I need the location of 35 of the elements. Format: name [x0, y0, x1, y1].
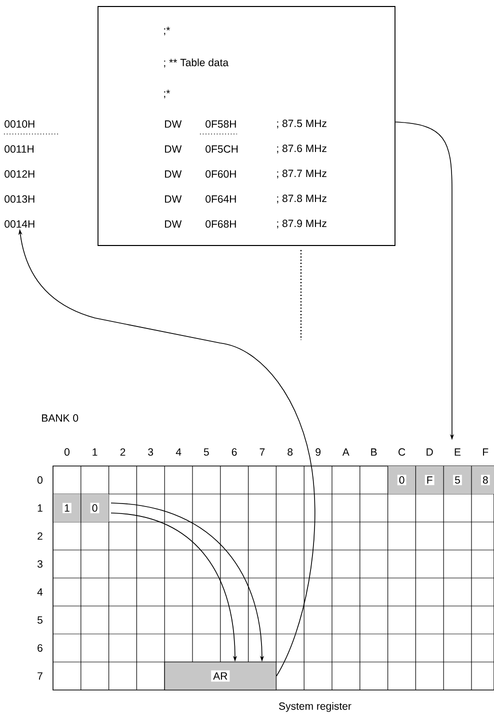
column-header: 2 [120, 448, 126, 456]
memory-cell-group: 0 F 5 8 [388, 466, 494, 494]
column-header: B [371, 448, 377, 456]
column-header: 8 [288, 448, 293, 456]
column-header: F [483, 448, 488, 456]
column-header: 6 [232, 448, 237, 456]
address-label: 0013H [4, 195, 34, 203]
address-label: 0012H [4, 170, 34, 178]
bank-title: BANK 0 [42, 414, 78, 422]
row-header: 3 [37, 560, 42, 568]
row-header: 6 [38, 644, 42, 652]
memory-cell-group: 1 0 [53, 494, 109, 522]
caption-label: System register [279, 702, 352, 712]
code-listing-box: ;* ; ** Table data ;* DW 0F58H ; 87.5 MHz DW 0F5CH ; 87.6 MHz DW 0F60H ; 87.7 MHz DW 0F64H ; 87.8 MHz DW 0F68H ; 87.9 MHz [98, 6, 396, 246]
address-label: 0011H [4, 145, 34, 153]
column-header: 0 [64, 448, 70, 456]
column-header: 4 [176, 448, 182, 456]
row-header: 5 [38, 616, 42, 624]
address-label: 0010H [4, 120, 34, 128]
row-header: 1 [38, 504, 42, 512]
column-header: 5 [204, 448, 209, 456]
address-label: 0014H [4, 220, 34, 228]
column-header: 9 [316, 448, 320, 456]
column-header: 3 [148, 448, 154, 456]
row-header: 7 [38, 672, 42, 680]
row-header: 0 [37, 476, 42, 484]
column-header: E [454, 448, 461, 456]
register-cell: AR [164, 662, 276, 690]
row-header: 2 [38, 532, 42, 540]
row-header: 4 [37, 588, 43, 596]
column-header: C [398, 448, 406, 456]
column-header: 7 [260, 448, 265, 456]
column-header: 1 [92, 448, 98, 456]
column-header: D [426, 448, 433, 456]
column-header: A [342, 448, 350, 456]
